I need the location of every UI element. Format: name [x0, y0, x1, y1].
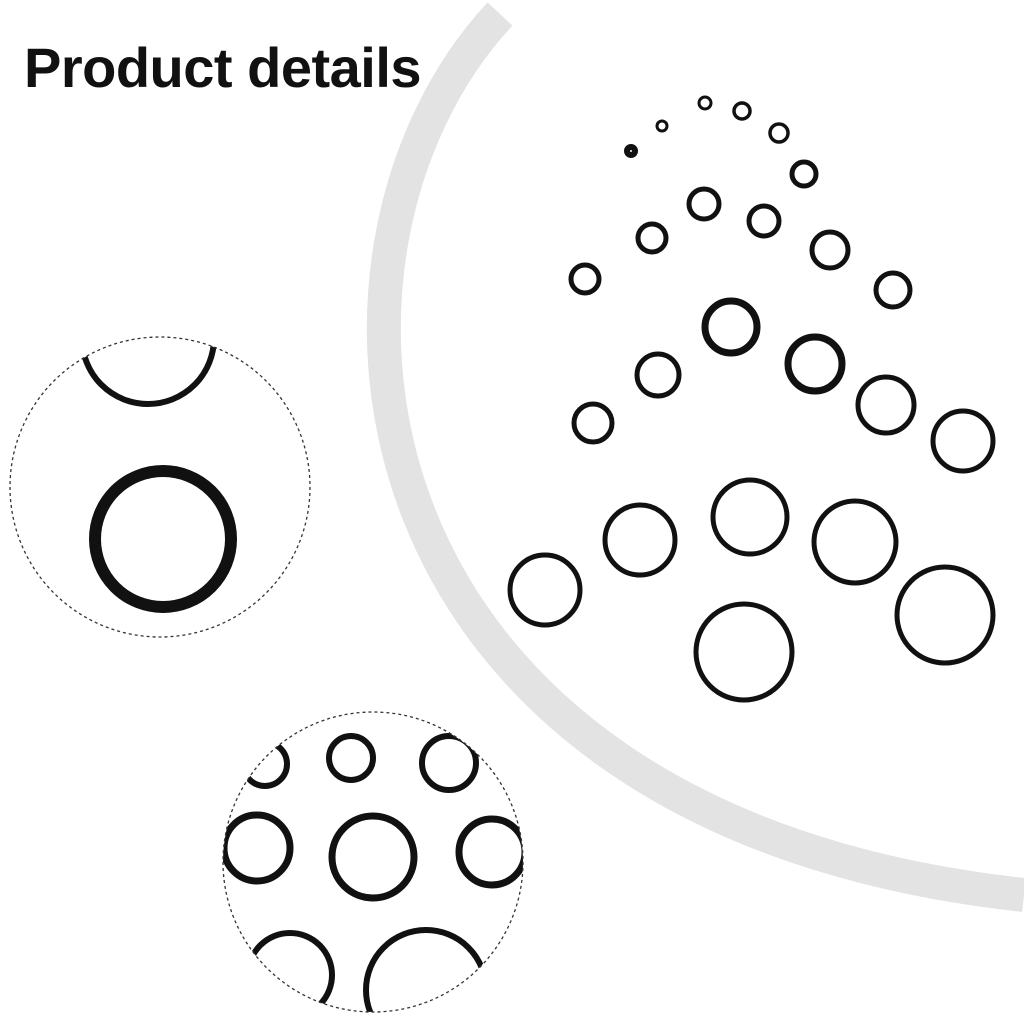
o-ring	[811, 498, 899, 586]
o-ring	[507, 552, 583, 628]
zoom-view-ring-group	[222, 711, 524, 1013]
o-ring	[710, 477, 790, 557]
o-ring	[634, 351, 682, 399]
o-ring	[686, 186, 722, 222]
o-ring	[855, 374, 917, 436]
o-ring	[732, 101, 752, 121]
o-ring	[768, 122, 790, 144]
o-ring	[624, 144, 638, 158]
o-ring	[655, 119, 669, 133]
o-ring	[693, 601, 795, 703]
ring-assortment	[507, 95, 996, 703]
o-ring-closeup	[89, 465, 237, 613]
o-ring	[930, 408, 996, 474]
o-ring	[746, 203, 782, 239]
o-ring	[894, 564, 996, 666]
zoom-border	[9, 336, 311, 638]
o-ring	[602, 502, 678, 578]
zoom-view-large-ring	[9, 336, 311, 638]
o-ring-closeup	[326, 733, 376, 783]
o-ring	[789, 159, 819, 189]
o-ring	[809, 229, 851, 271]
o-ring	[784, 333, 846, 395]
o-ring-closeup	[419, 733, 479, 793]
o-ring	[697, 95, 713, 111]
o-ring	[571, 401, 615, 445]
page-title: Product details	[24, 36, 422, 99]
o-ring	[873, 270, 913, 310]
o-ring-closeup	[223, 811, 294, 885]
zoom-border	[222, 711, 524, 1013]
o-ring-closeup	[328, 812, 418, 902]
o-ring	[568, 262, 602, 296]
o-ring	[701, 297, 761, 357]
o-ring	[635, 221, 669, 255]
o-ring-closeup	[455, 815, 523, 889]
grey-arc-decoration	[366, 2, 1024, 912]
